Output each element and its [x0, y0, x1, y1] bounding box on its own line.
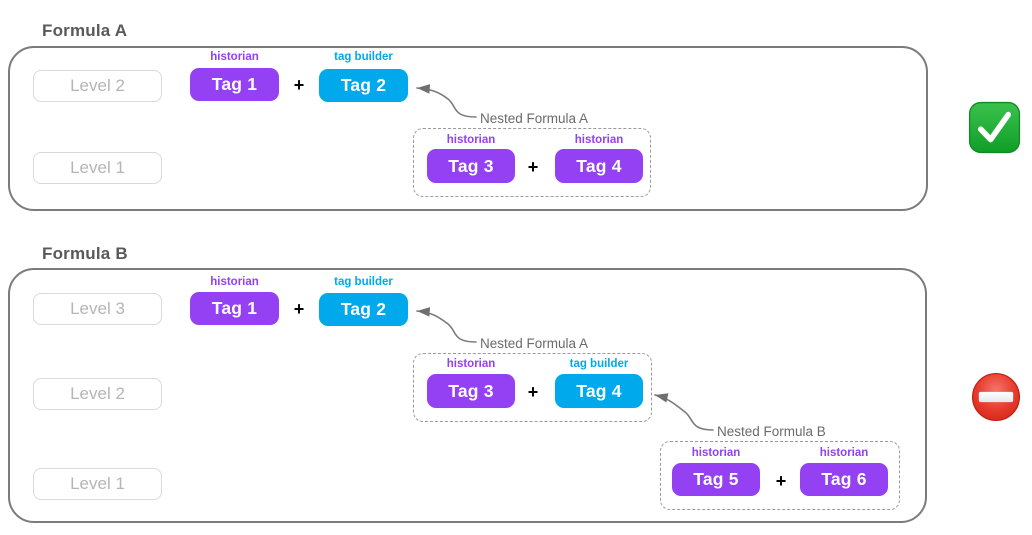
tag-1: Tag 1 — [190, 68, 279, 101]
tag-5: Tag 5 — [672, 463, 760, 496]
formula-a-level-1-box: Level 1 — [33, 152, 162, 184]
tag-4: Tag 4 — [555, 149, 643, 183]
nested-formula-a-box — [413, 353, 652, 422]
tag-3: Tag 3 — [427, 374, 515, 408]
tag-4: Tag 4 — [555, 374, 643, 408]
tag2-type-label: tag builder — [334, 276, 393, 288]
formula-b-level-3-box: Level 3 — [33, 293, 162, 325]
tag-3: Tag 3 — [427, 149, 515, 183]
formula-b-level-1-box: Level 1 — [33, 468, 162, 500]
formula-a-title: Formula A — [42, 21, 128, 40]
nested-formula-b-box — [660, 441, 900, 510]
tag2-type-label: tag builder — [334, 51, 393, 63]
tag1-type-label: historian — [210, 276, 259, 288]
tag-2: Tag 2 — [319, 293, 408, 326]
plus-operator: + — [527, 157, 539, 177]
tag-2: Tag 2 — [319, 69, 408, 102]
formula-b-title: Formula B — [42, 244, 128, 263]
tag4-type-label: historian — [574, 134, 624, 146]
nested-formula-a-callout: Nested Formula A — [480, 111, 589, 126]
plus-operator: + — [293, 299, 305, 319]
plus-operator: + — [527, 382, 539, 402]
tag-1: Tag 1 — [190, 292, 279, 325]
tag5-type-label: historian — [691, 447, 741, 459]
tag3-type-label: historian — [446, 358, 496, 370]
plus-operator: + — [775, 471, 787, 491]
formula-b-level-2-box: Level 2 — [33, 378, 162, 410]
formula-a-level-2-box: Level 2 — [33, 70, 162, 102]
nested-formula-b-callout: Nested Formula B — [717, 424, 826, 439]
tag6-type-label: historian — [819, 447, 869, 459]
no-entry-icon — [971, 372, 1021, 427]
tag3-type-label: historian — [446, 134, 496, 146]
tag1-type-label: historian — [210, 51, 259, 63]
nested-formula-a-callout: Nested Formula A — [480, 336, 589, 351]
tag-6: Tag 6 — [800, 463, 888, 496]
check-mark-icon — [967, 100, 1022, 160]
tag4-type-label: tag builder — [569, 358, 629, 370]
nested-formula-a-box — [413, 128, 651, 197]
plus-operator: + — [293, 75, 305, 95]
